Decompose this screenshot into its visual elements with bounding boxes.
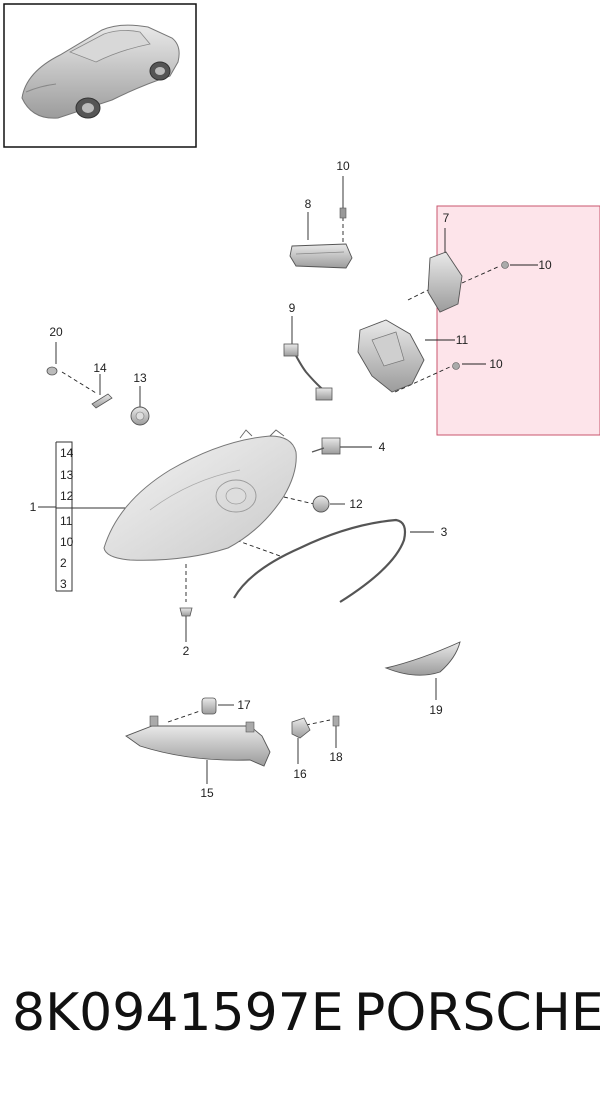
callout-9: 9 [289,301,296,315]
bracket-item: 12 [60,489,74,503]
callout-10-a: 10 [538,258,552,272]
part-seal-strip-3 [233,518,407,603]
bracket-item: 10 [60,535,74,549]
callout-10-top: 10 [336,159,350,173]
callout-10-b: 10 [489,357,503,371]
part-marker-19 [384,641,461,676]
callout-20: 20 [49,325,63,339]
callout-17: 17 [237,698,251,712]
callout-13: 13 [133,371,147,385]
part-module-7 [427,251,463,313]
brand-name: PORSCHE [354,983,600,1043]
part-clip-14 [91,393,113,409]
callout-19: 19 [429,703,443,717]
part-screw-10-a [501,261,509,269]
part-bulb-4 [311,437,341,455]
part-cap-13 [130,406,150,426]
bracket-item: 11 [60,514,73,528]
bracket-item: 14 [60,446,74,460]
part-seal-20 [46,366,58,376]
callout-16: 16 [293,767,307,781]
car-thumbnail [3,3,197,148]
highlight-box [436,205,600,436]
part-grommet-17 [201,697,217,715]
car-icon [21,24,180,119]
callout-3: 3 [441,525,448,539]
callout-4: 4 [379,440,386,454]
callout-15: 15 [200,786,214,800]
part-cover-12 [312,495,330,513]
bracket-item: 2 [60,556,67,570]
callout-11: 11 [456,333,469,347]
part-socket-16 [291,717,311,739]
callout-2: 2 [183,644,190,658]
bracket-item: 13 [60,468,74,482]
caption: 8K0941597E PORSCHE [0,975,600,1055]
callout-1: 1 [30,500,37,514]
bracket-group [38,441,140,592]
part-control-unit-8 [289,243,353,269]
callout-12: 12 [349,497,363,511]
part-lamp-housing-15 [125,715,271,767]
part-screw-10-top [339,207,347,219]
part-screw-10-b [452,362,460,370]
callout-7: 7 [443,211,450,225]
part-number: 8K0941597E [12,983,344,1043]
callout-18: 18 [329,750,343,764]
part-headlamp-1 [103,429,297,561]
part-screw-18 [332,715,340,727]
bracket-item: 3 [60,577,67,591]
callout-14: 14 [93,361,107,375]
callout-8: 8 [305,197,312,211]
part-clip-2 [179,607,193,617]
part-wiring-harness-9 [283,343,333,401]
part-bracket-11 [357,319,425,393]
